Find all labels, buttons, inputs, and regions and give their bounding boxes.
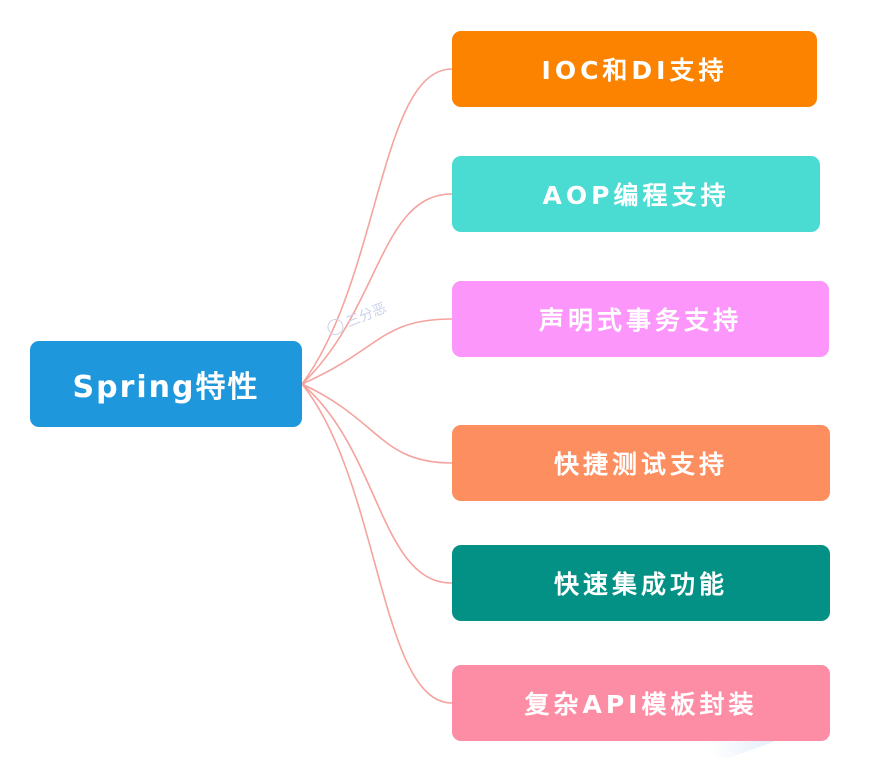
connector-quick-integration (301, 383, 453, 584)
branch-quick-test[interactable]: 快捷测试支持 (452, 425, 830, 501)
connector-api-template (301, 383, 453, 704)
connector-aop (301, 193, 453, 385)
branch-declarative-tx[interactable]: 声明式事务支持 (452, 281, 829, 357)
connector-ioc-di (301, 68, 453, 385)
branch-aop[interactable]: AOP编程支持 (452, 156, 820, 232)
connector-quick-test (301, 383, 453, 464)
branch-api-template[interactable]: 复杂API模板封装 (452, 665, 830, 741)
branch-quick-integration[interactable]: 快速集成功能 (452, 545, 830, 621)
connector-declarative-tx (301, 318, 453, 385)
branch-ioc-di[interactable]: IOC和DI支持 (452, 31, 817, 107)
root-node[interactable]: Spring特性 (30, 341, 302, 427)
